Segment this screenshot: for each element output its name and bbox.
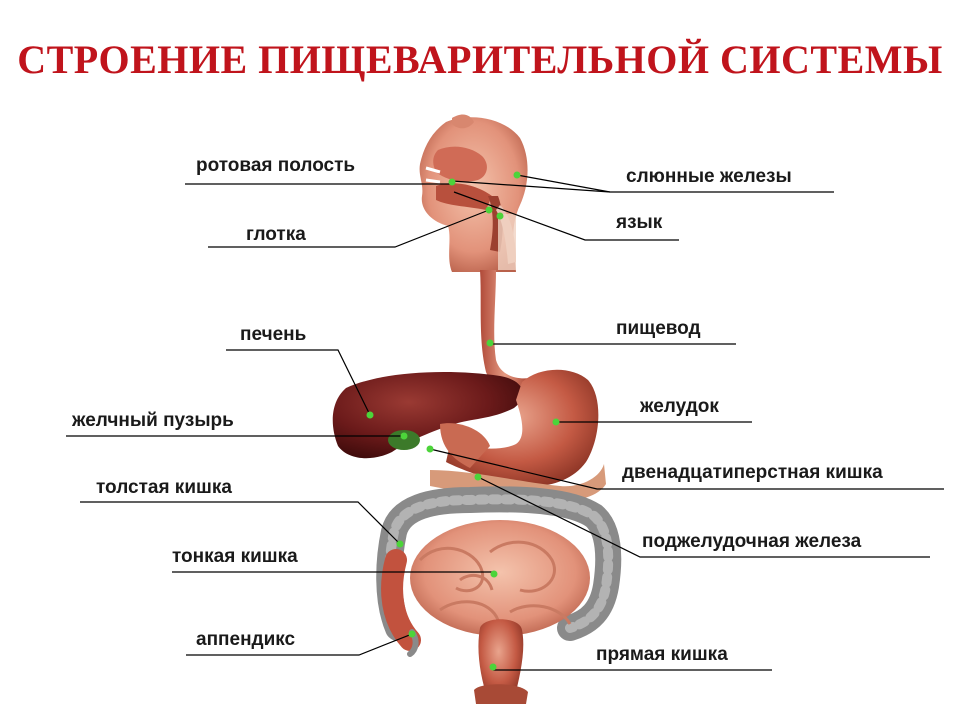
marker-rectum [489, 663, 497, 671]
leader-pancreas [477, 476, 930, 558]
label-salivary-glands: слюнные железы [626, 166, 792, 187]
marker-oral-cavity [448, 178, 456, 186]
marker-esophagus [486, 339, 494, 347]
leader-tongue [453, 191, 679, 241]
leader-pharynx [208, 209, 490, 248]
marker-duodenum [426, 445, 434, 453]
marker-pancreas [474, 473, 482, 481]
duodenum-organ [440, 423, 490, 468]
leader-appendix [186, 633, 413, 656]
leader-salivary-glands-2 [451, 180, 611, 193]
page-title: СТРОЕНИЕ ПИЩЕВАРИТЕЛЬНОЙ СИСТЕМЫ [17, 37, 943, 82]
small-intestine-organ [410, 520, 590, 636]
label-liver: печень [240, 324, 307, 345]
leader-liver [226, 349, 371, 416]
marker-liver [366, 411, 374, 419]
marker-large-intestine [396, 540, 404, 548]
marker-small-intestine [490, 570, 498, 578]
label-gallbladder: желчный пузырь [72, 410, 234, 431]
label-stomach: желудок [640, 396, 719, 417]
liver-organ [332, 372, 523, 459]
head-section [419, 114, 528, 272]
leader-duodenum [429, 448, 944, 490]
label-esophagus: пищевод [616, 318, 701, 339]
marker-dots [366, 171, 560, 671]
marker-appendix [408, 630, 416, 638]
label-tongue: язык [616, 212, 663, 233]
label-small-intestine: тонкая кишка [172, 546, 298, 567]
leader-lines [66, 174, 944, 671]
label-oral-cavity: ротовая полость [196, 155, 356, 176]
label-pharynx: глотка [246, 224, 306, 245]
gallbladder-organ [388, 430, 420, 450]
marker-gallbladder [400, 432, 408, 440]
marker-salivary-gland [513, 171, 521, 179]
leader-large-intestine [80, 501, 401, 545]
marker-pharynx [485, 206, 493, 214]
esophagus-organ [480, 270, 530, 394]
label-pancreas: поджелудочная железа [642, 531, 862, 552]
label-duodenum: двенадцатиперстная кишка [622, 462, 883, 483]
marker-stomach [552, 418, 560, 426]
rectum-organ [478, 619, 524, 700]
marker-tongue [496, 212, 504, 220]
label-appendix: аппендикс [196, 629, 296, 650]
label-rectum: прямая кишка [596, 644, 728, 665]
stomach-organ [446, 369, 599, 487]
label-large-intestine: толстая кишка [96, 477, 232, 498]
